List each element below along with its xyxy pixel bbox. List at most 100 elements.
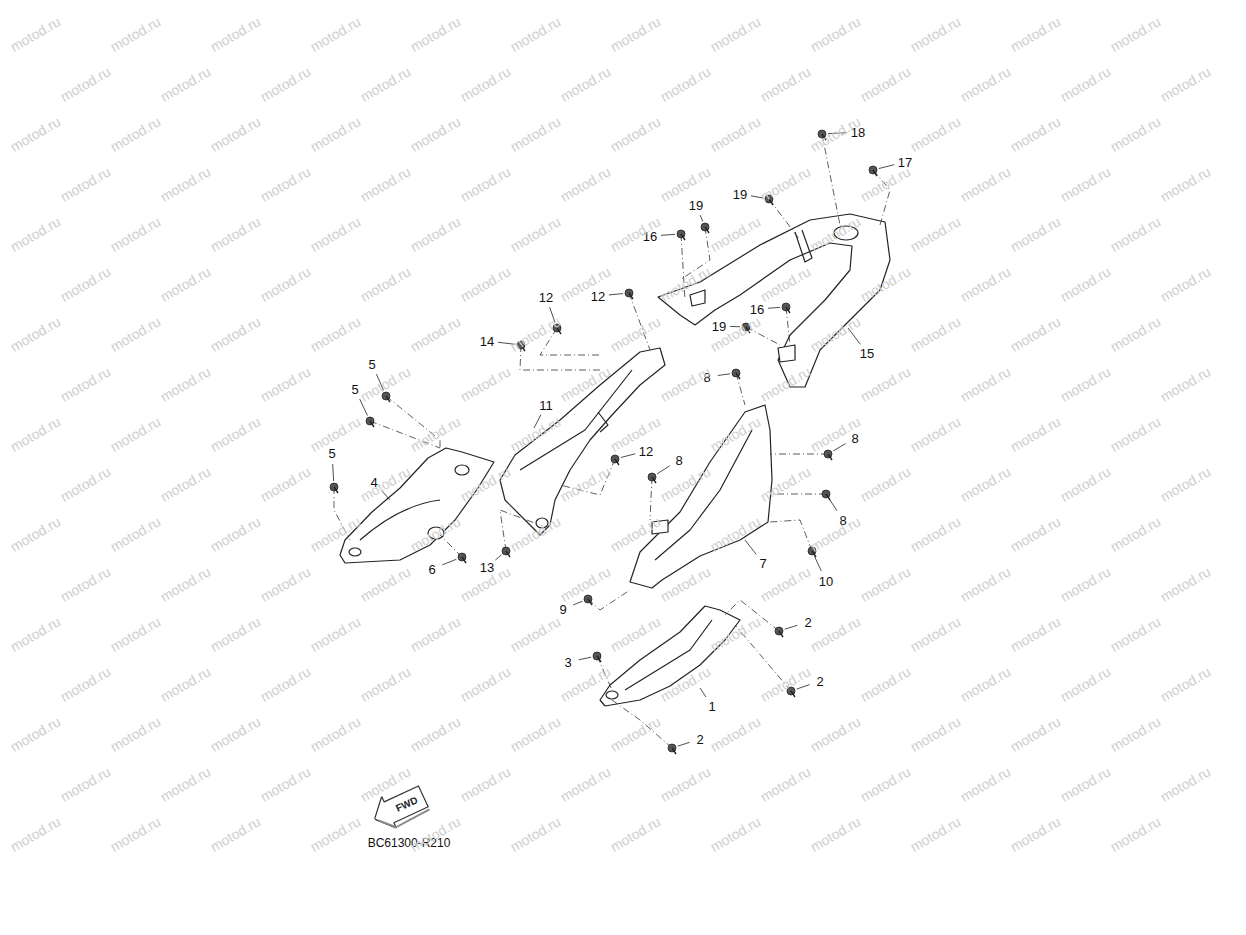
tab: [690, 290, 705, 306]
watermark: motod.ru: [608, 314, 663, 354]
leader-line: [718, 374, 730, 376]
watermark: motod.ru: [858, 464, 913, 504]
watermark: motod.ru: [508, 714, 563, 754]
watermark: motod.ru: [1008, 314, 1063, 354]
watermark: motod.ru: [58, 364, 113, 404]
watermark: motod.ru: [108, 314, 163, 354]
watermark: motod.ru: [908, 214, 963, 254]
watermark: motod.ru: [258, 264, 313, 304]
watermark: motod.ru: [608, 714, 663, 754]
fastener-shank: [334, 487, 338, 493]
fastener-shank: [681, 234, 685, 240]
watermark: motod.ru: [308, 214, 363, 254]
rear-side-cover: [340, 448, 494, 563]
watermark: motod.ru: [258, 364, 313, 404]
callout-number: 5: [351, 383, 358, 396]
watermark: motod.ru: [308, 114, 363, 154]
watermark: motod.ru: [8, 814, 63, 854]
watermark: motod.ru: [908, 814, 963, 854]
watermark: motod.ru: [408, 114, 463, 154]
watermark: motod.ru: [258, 764, 313, 804]
center-line: [770, 454, 828, 455]
leader-line: [657, 466, 670, 474]
watermark: motod.ru: [408, 214, 463, 254]
watermark: motod.ru: [408, 614, 463, 654]
watermark: motod.ru: [458, 164, 513, 204]
watermark: motod.ru: [208, 214, 263, 254]
watermark: motod.ru: [208, 714, 263, 754]
watermark: motod.ru: [908, 614, 963, 654]
fastener-shank: [615, 459, 619, 465]
callout-number: 19: [689, 199, 703, 212]
callout-number: 5: [368, 358, 375, 371]
watermark: motod.ru: [58, 164, 113, 204]
watermark: motod.ru: [808, 814, 863, 854]
watermark: motod.ru: [1058, 364, 1113, 404]
leader-line: [333, 464, 334, 481]
watermark: motod.ru: [1158, 464, 1213, 504]
watermark: motod.ru: [458, 764, 513, 804]
watermark: motod.ru: [408, 314, 463, 354]
watermark: motod.ru: [858, 664, 913, 704]
watermark: motod.ru: [158, 64, 213, 104]
callout-number: 6: [428, 563, 435, 576]
watermark: motod.ru: [208, 814, 263, 854]
leader-line: [879, 165, 895, 169]
tab: [778, 345, 795, 362]
watermark: motod.ru: [1058, 564, 1113, 604]
watermark: motod.ru: [258, 164, 313, 204]
watermark: motod.ru: [358, 64, 413, 104]
watermark: motod.ru: [708, 114, 763, 154]
watermark: motod.ru: [258, 664, 313, 704]
watermark: motod.ru: [758, 764, 813, 804]
watermark: motod.ru: [958, 564, 1013, 604]
callout-number: 2: [696, 733, 703, 746]
watermark: motod.ru: [1158, 764, 1213, 804]
watermark: motod.ru: [1058, 164, 1113, 204]
watermark: motod.ru: [1108, 14, 1163, 54]
center-line: [650, 477, 652, 520]
watermark: motod.ru: [1058, 64, 1113, 104]
watermark: motod.ru: [8, 614, 63, 654]
watermark: motod.ru: [1058, 664, 1113, 704]
watermark: motod.ru: [1108, 514, 1163, 554]
watermark: motod.ru: [458, 364, 513, 404]
watermark: motod.ru: [1008, 14, 1063, 54]
watermark: motod.ru: [1108, 614, 1163, 654]
watermark: motod.ru: [858, 64, 913, 104]
watermark: motod.ru: [1158, 664, 1213, 704]
watermark: motod.ru: [1158, 364, 1213, 404]
watermark: motod.ru: [208, 614, 263, 654]
watermark: motod.ru: [8, 14, 63, 54]
watermark: motod.ru: [1108, 314, 1163, 354]
watermark: motod.ru: [58, 264, 113, 304]
callout-number: 15: [860, 347, 874, 360]
leader-line: [678, 742, 690, 746]
watermark: motod.ru: [358, 564, 413, 604]
watermark: motod.ru: [58, 64, 113, 104]
leader-line: [797, 685, 810, 689]
fastener-shank: [462, 557, 466, 563]
watermark: motod.ru: [808, 714, 863, 754]
watermark: motod.ru: [258, 564, 313, 604]
watermark: motod.ru: [958, 764, 1013, 804]
watermark: motod.ru: [208, 514, 263, 554]
callout-number: 19: [733, 188, 747, 201]
watermark: motod.ru: [258, 464, 313, 504]
watermark: motod.ru: [508, 14, 563, 54]
watermark: motod.ru: [508, 114, 563, 154]
watermark: motod.ru: [208, 414, 263, 454]
fastener-shank: [791, 691, 795, 697]
watermark: motod.ru: [558, 164, 613, 204]
leader-line: [609, 294, 623, 295]
watermark: motod.ru: [958, 664, 1013, 704]
watermark: motod.ru: [8, 314, 63, 354]
center-line: [736, 373, 745, 405]
watermark: motod.ru: [658, 64, 713, 104]
leader-line: [700, 215, 703, 221]
watermark: motod.ru: [508, 214, 563, 254]
watermark: motod.ru: [158, 464, 213, 504]
watermark: motod.ru: [308, 14, 363, 54]
watermark: motod.ru: [1108, 814, 1163, 854]
watermark: motod.ru: [1158, 564, 1213, 604]
